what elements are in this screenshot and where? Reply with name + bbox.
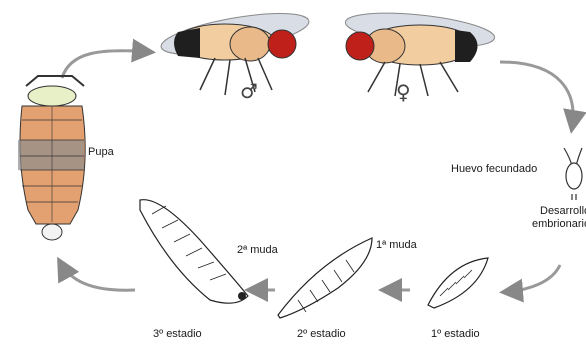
- first-molt-label: 1ª muda: [376, 239, 417, 251]
- pupa-label: Pupa: [88, 146, 114, 158]
- third-instar-label: 3º estadio: [153, 328, 202, 340]
- arrow-female-to-egg: [500, 62, 573, 128]
- egg-figure: [564, 148, 582, 200]
- egg-development-line1: Desarrollo: [540, 205, 586, 217]
- egg-development-line2: embrionario: [532, 218, 586, 230]
- second-instar-label: 2º estadio: [297, 328, 346, 340]
- male-symbol: ♂: [240, 81, 258, 101]
- egg-label: Huevo fecundado: [451, 163, 537, 175]
- female-fly: [344, 7, 496, 96]
- arrow-pupa-to-male: [62, 51, 150, 78]
- third-instar-larva: [140, 200, 248, 304]
- first-instar-larva: [428, 258, 488, 308]
- arrow-third-to-pupa: [60, 262, 135, 290]
- pupa-figure: [18, 76, 85, 240]
- arrow-egg-to-first-instar: [505, 265, 560, 292]
- second-molt-label: 2ª muda: [237, 244, 278, 256]
- first-instar-label: 1º estadio: [431, 328, 480, 340]
- second-instar-larva: [278, 238, 372, 318]
- male-fly: [158, 5, 311, 95]
- female-symbol: ♀: [396, 82, 411, 102]
